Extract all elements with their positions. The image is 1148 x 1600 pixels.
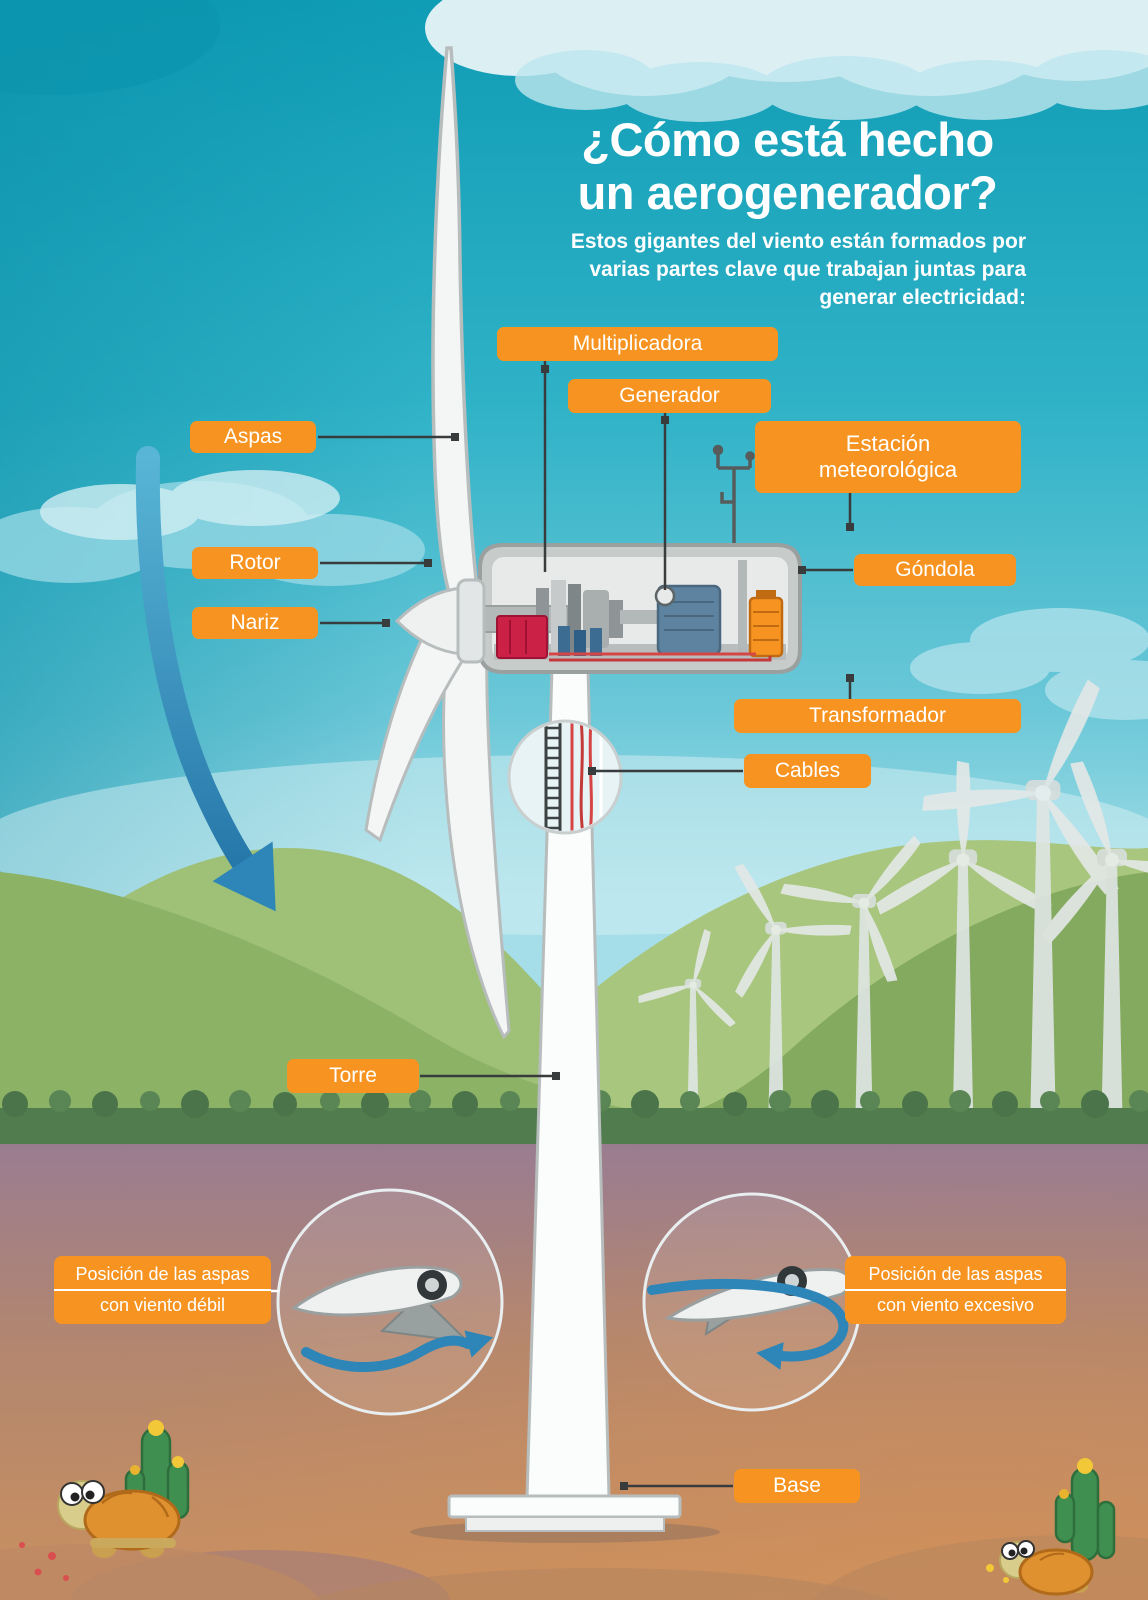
- label-rotor: Rotor: [192, 547, 318, 579]
- page-subtitle: Estos gigantes del viento están formados…: [420, 228, 1026, 312]
- subtitle-line1: Estos gigantes del viento están formados…: [570, 230, 1026, 253]
- title-line1: ¿Cómo está hecho: [581, 113, 994, 166]
- label-estacion-meteorologica: Estación meteorológica: [755, 421, 1021, 493]
- cactus-flower: [1059, 1489, 1069, 1499]
- connector-endpoints: [382, 365, 854, 1490]
- weak-wind-line2: con viento débil: [99, 1295, 226, 1315]
- cactus-flower: [1077, 1458, 1093, 1474]
- label-transformador: Transformador: [734, 699, 1021, 733]
- label-estacion-line1: Estación: [845, 431, 931, 457]
- label-nariz: Nariz: [192, 607, 318, 639]
- turtle-cactus-left: [57, 1420, 190, 1558]
- wind-direction-arrow-icon: [135, 446, 276, 912]
- turtle-icon: [57, 1480, 181, 1558]
- label-cables: Cables: [744, 754, 871, 788]
- connector-lines: [318, 361, 853, 1488]
- cable-inset: [507, 719, 623, 835]
- nacelle-machinery: [477, 560, 786, 662]
- wind-flow-arrow-icon: [647, 1278, 849, 1362]
- label-divider: [54, 1289, 271, 1291]
- page-title: ¿Cómo está hecho un aerogenerador?: [505, 113, 1070, 219]
- label-estacion-line2: meteorológica: [818, 457, 958, 482]
- label-divider: [845, 1289, 1066, 1291]
- hills: [0, 840, 1148, 1150]
- turbine-blade-lower-right: [442, 648, 511, 1040]
- blade-position-strong-inset: [642, 1192, 862, 1412]
- red-cable: [549, 656, 772, 662]
- turbine-base: [447, 1494, 682, 1519]
- strong-wind-line1: Posición de las aspas: [868, 1263, 1043, 1284]
- label-multiplicadora: Multiplicadora: [497, 327, 778, 361]
- rotor-hub: [456, 578, 486, 664]
- transformer-cap: [756, 590, 776, 599]
- label-aspas: Aspas: [190, 421, 316, 453]
- weather-mast: [712, 444, 755, 550]
- wind-turbine-illustration: [364, 46, 802, 1543]
- title-line2: un aerogenerador?: [577, 165, 998, 219]
- turtle-cactus-right: [986, 1458, 1116, 1596]
- subtitle-line3: generar electricidad:: [819, 286, 1026, 310]
- subtitle-line2: varias partes clave que trabajan juntas …: [589, 258, 1026, 282]
- label-blade-position-weak-wind: Posición de las aspas con viento débil: [54, 1256, 271, 1324]
- label-gondola: Góndola: [854, 554, 1016, 586]
- weak-wind-line1: Posición de las aspas: [75, 1263, 250, 1284]
- label-base: Base: [734, 1469, 860, 1503]
- flower-dots: [19, 1542, 69, 1581]
- turbine-base-lower: [465, 1516, 665, 1532]
- cactus-flower: [148, 1420, 164, 1436]
- cactus-icon: [1054, 1466, 1116, 1562]
- turtle-icon: [999, 1540, 1094, 1596]
- label-torre: Torre: [287, 1059, 419, 1093]
- label-generador: Generador: [568, 379, 771, 413]
- blade-fin: [379, 1293, 471, 1344]
- blade-position-weak-inset: [276, 1188, 504, 1416]
- red-cable: [579, 723, 585, 831]
- wind-flow-arrow-icon: [301, 1335, 473, 1372]
- converter-unit: [496, 615, 548, 659]
- cactus-flower: [130, 1465, 140, 1475]
- red-cable: [588, 723, 593, 831]
- cactus-flower: [172, 1456, 184, 1468]
- label-blade-position-strong-wind: Posición de las aspas con viento excesiv…: [845, 1256, 1066, 1324]
- strong-wind-line2: con viento excesivo: [876, 1295, 1035, 1315]
